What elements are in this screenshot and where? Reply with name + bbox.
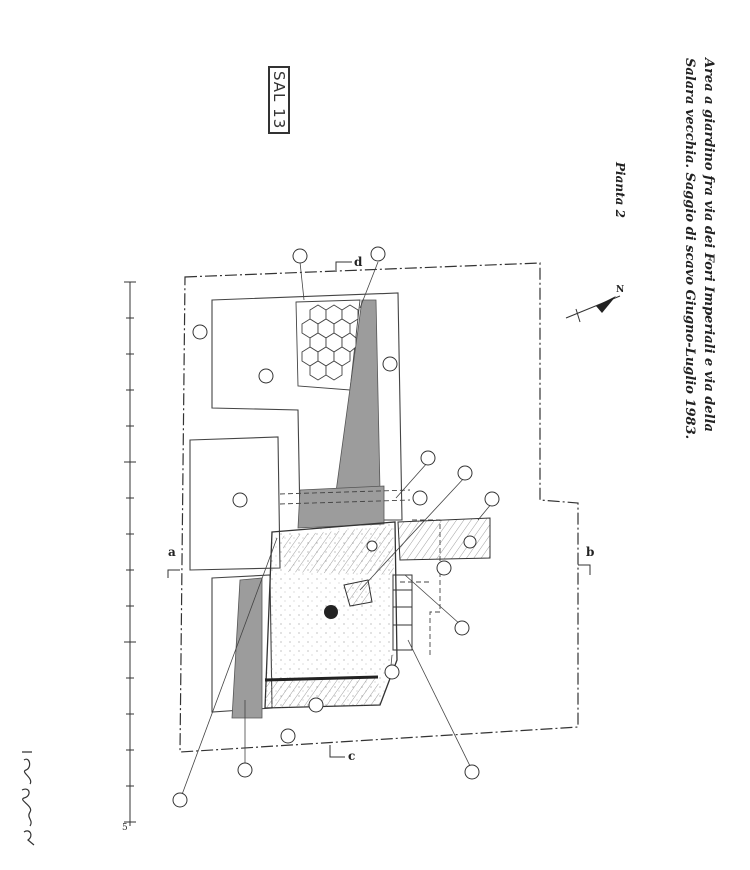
section-marker-b: b [586, 545, 594, 559]
callout-marker [172, 792, 188, 808]
pit-feature [324, 605, 338, 619]
hatched-fill-right [397, 517, 491, 561]
posthole-feature-right [463, 535, 477, 549]
callout-marker [436, 560, 452, 576]
callout-marker [412, 490, 428, 506]
section-marker-c: c [348, 749, 355, 763]
callout-marker [464, 764, 480, 780]
north-arrow-icon [565, 295, 621, 323]
callout-marker [280, 728, 296, 744]
posthole-feature [366, 540, 378, 552]
callout-marker [258, 368, 274, 384]
hatched-fill-lower [265, 676, 380, 708]
shaded-wall-lower [231, 577, 263, 719]
shaded-wall-band [297, 485, 385, 529]
step-blocks [392, 574, 413, 651]
callout-markers [172, 246, 500, 808]
section-markers [167, 261, 591, 758]
north-label: N [616, 285, 624, 295]
section-marker-a: a [168, 545, 176, 559]
dashed-features [279, 489, 441, 655]
callout-marker [370, 246, 386, 262]
callout-marker [457, 465, 473, 481]
excavation-boundary [179, 262, 579, 753]
callout-marker [237, 762, 253, 778]
section-marker-d: d [354, 255, 363, 269]
scale-bar [124, 281, 136, 826]
callout-marker [484, 491, 500, 507]
callout-marker [420, 450, 436, 466]
scale-end-label: 5 [122, 823, 128, 833]
callout-marker [384, 664, 400, 680]
handwritten-signature [21, 751, 35, 846]
hatched-fill-upper [282, 526, 394, 575]
callout-leader-lines [179, 261, 493, 801]
callout-marker [292, 248, 308, 264]
callout-marker [382, 356, 398, 372]
stone-block [343, 579, 373, 607]
callout-marker [232, 492, 248, 508]
callout-marker [454, 620, 470, 636]
callout-marker [308, 697, 324, 713]
callout-marker [192, 324, 208, 340]
dark-edge-lower [264, 675, 379, 682]
hexagon-paving [295, 299, 361, 391]
